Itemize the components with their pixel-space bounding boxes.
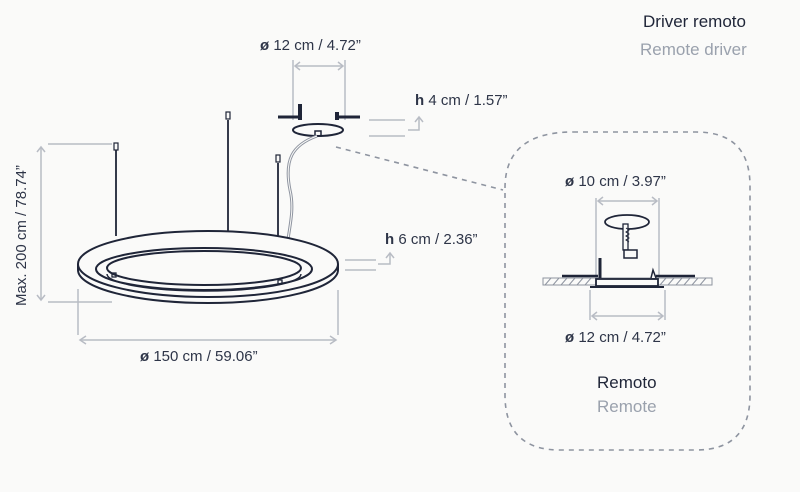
suspension-cables (113, 111, 281, 236)
detail-title: Remoto (597, 373, 657, 392)
ring-height-label: h 6 cm / 2.36” (385, 232, 478, 247)
diameter-symbol: ø (565, 329, 575, 346)
ring-height-value: 6 cm / 2.36” (398, 231, 478, 248)
outer-diameter-label: ø 12 cm / 4.72” (565, 330, 666, 345)
driver-height-label: h 4 cm / 1.57” (415, 93, 508, 108)
driver-diameter-value: 12 cm / 4.72” (273, 37, 361, 54)
cutout-diameter-value: 10 cm / 3.97” (578, 173, 666, 190)
header-subtitle: Remote driver (640, 40, 747, 59)
remote-driver-canopy (278, 104, 360, 137)
recessed-driver-detail (562, 214, 695, 288)
driver-height-value: 4 cm / 1.57” (428, 92, 508, 109)
driver-diameter-label: ø 12 cm / 4.72” (260, 38, 361, 53)
ring-luminaire (77, 230, 339, 304)
diameter-symbol: ø (260, 37, 270, 54)
ring-diameter-label: ø 150 cm / 59.06” (140, 349, 258, 364)
cutout-diameter-label: ø 10 cm / 3.97” (565, 174, 666, 189)
ring-diameter-value: 150 cm / 59.06” (153, 348, 258, 365)
detail-callout-outline (335, 131, 751, 451)
diameter-symbol: ø (140, 348, 150, 365)
diameter-symbol: ø (565, 173, 575, 190)
height-symbol: h (385, 231, 395, 248)
max-height-label: Max. 200 cm / 78.74” (13, 165, 30, 306)
header-title: Driver remoto (643, 12, 746, 31)
height-symbol: h (415, 92, 425, 109)
outer-diameter-value: 12 cm / 4.72” (578, 329, 666, 346)
detail-subtitle: Remote (597, 397, 657, 416)
dimension-lines (36, 60, 666, 345)
